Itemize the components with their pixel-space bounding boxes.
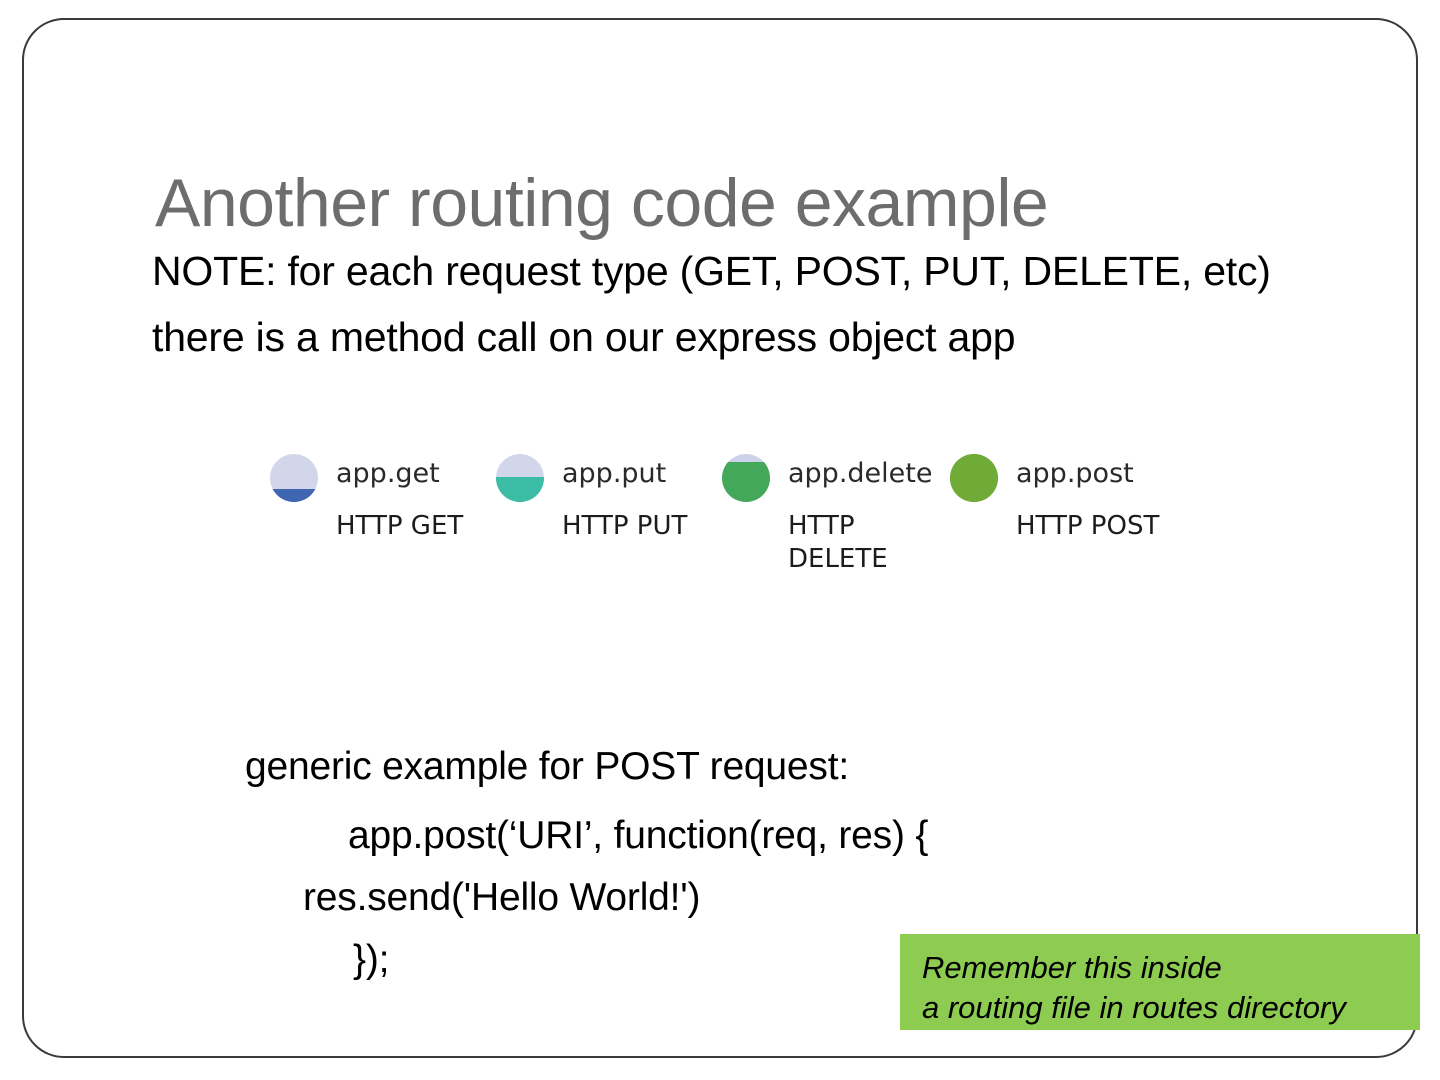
reminder-callout-line-1: Remember this inside [922, 950, 1222, 985]
note-paragraph-clip: NOTE: for each request type (GET, POST, … [152, 238, 1332, 406]
verb-http-label-post: HTTP POST [1016, 511, 1160, 541]
gauge-fill-get [270, 488, 318, 502]
gauge-fill-delete [722, 461, 770, 502]
verb-http-label-get: HTTP GET [336, 511, 464, 541]
verb-item-delete: app.delete HTTP DELETE [722, 440, 932, 576]
verb-item-post: app.post HTTP POST [950, 440, 1159, 543]
reminder-callout-line-2: a routing file in routes directory [922, 990, 1346, 1025]
page-title: Another routing code example [155, 164, 1049, 241]
code-line-res-send: res.send('Hello World!') [303, 876, 701, 919]
note-paragraph: NOTE: for each request type (GET, POST, … [152, 248, 1271, 360]
code-line-app-post: app.post(‘URI’, function(req, res) { [348, 814, 929, 857]
verb-item-put: app.put HTTP PUT [496, 440, 687, 543]
gauge-fill-put [496, 477, 544, 502]
verb-item-get: app.get HTTP GET [270, 440, 463, 543]
verb-method-label-get: app.get [336, 458, 440, 489]
gauge-circle-put-icon [496, 454, 544, 502]
verb-method-label-post: app.post [1016, 458, 1134, 489]
code-example-heading: generic example for POST request: [245, 745, 849, 788]
verb-method-label-delete: app.delete [788, 458, 933, 489]
gauge-circle-post-icon [950, 454, 998, 502]
gauge-fill-post [950, 454, 998, 502]
gauge-circle-get-icon [270, 454, 318, 502]
code-line-close-brace: }); [353, 938, 390, 981]
verb-http-label-put: HTTP PUT [562, 511, 688, 541]
reminder-callout: Remember this inside a routing file in r… [900, 934, 1420, 1030]
verb-http-label-delete: HTTP DELETE [788, 511, 888, 574]
gauge-circle-delete-icon [722, 454, 770, 502]
express-http-verb-diagram: app.get HTTP GET app.put HTTP PUT [270, 440, 1230, 600]
verb-method-label-put: app.put [562, 458, 667, 489]
code-example-block: generic example for POST request: app.po… [245, 736, 1195, 991]
